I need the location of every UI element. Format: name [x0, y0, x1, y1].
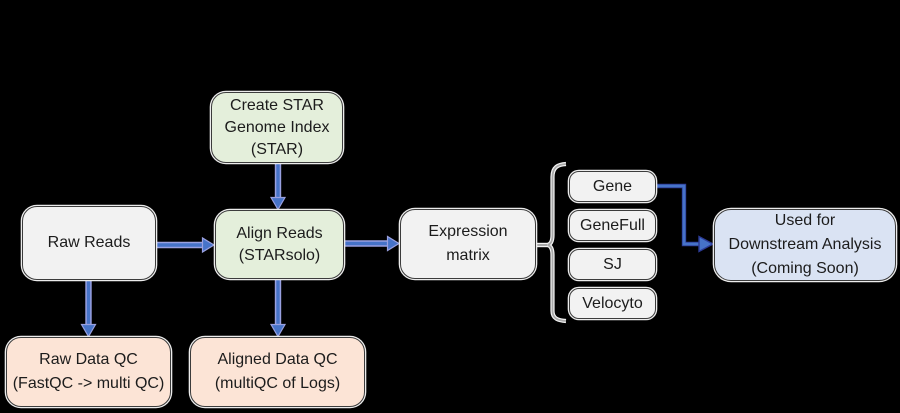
arrow-rawreads-to-align: [156, 236, 216, 254]
arrow-rawreads-to-rawqc: [80, 280, 97, 338]
node-raw-reads: Raw Reads: [22, 206, 156, 280]
node-output-gene: Gene: [569, 171, 656, 202]
node-output-sj: SJ: [569, 249, 656, 280]
node-create-star-genome-index: Create STAR Genome Index (STAR): [211, 92, 343, 163]
node-expression-matrix-line2: matrix: [446, 247, 490, 264]
node-align-reads-line1: Align Reads: [236, 224, 323, 242]
node-downstream-line1: Used for: [774, 212, 836, 229]
node-create-star-line2: Genome Index: [224, 118, 330, 136]
node-raw-qc-line1: Raw Data QC: [39, 351, 138, 368]
output-brace: [546, 161, 567, 324]
node-align-reads: Align Reads (STARsolo): [215, 210, 344, 279]
node-downstream-line3: (Coming Soon): [751, 260, 859, 277]
node-raw-qc-line2: (FastQC -> multi QC): [12, 375, 165, 392]
node-output-gene-label: Gene: [592, 177, 633, 195]
arrow-align-to-alignedqc: [269, 279, 287, 338]
node-align-reads-line2: (STARsolo): [238, 246, 321, 264]
node-aligned-qc-line1: Aligned Data QC: [217, 351, 338, 368]
arrow-align-to-expression: [344, 235, 401, 252]
node-raw-reads-label: Raw Reads: [47, 234, 131, 251]
node-create-star-line3: (STAR): [250, 140, 304, 158]
node-output-genefull: GeneFull: [569, 210, 656, 241]
node-raw-data-qc: Raw Data QC (FastQC -> multi QC): [6, 337, 171, 407]
node-expression-matrix-line1: Expression: [428, 223, 508, 240]
node-output-sj-label: SJ: [603, 255, 622, 273]
arrow-gene-to-downstream: [655, 183, 715, 253]
node-output-velocyto: Velocyto: [569, 288, 656, 319]
node-output-velocyto-label: Velocyto: [582, 294, 643, 312]
node-used-for-downstream-analysis: Used for Downstream Analysis (Coming Soo…: [714, 209, 896, 281]
node-output-genefull-label: GeneFull: [580, 216, 645, 234]
node-expression-matrix: Expression matrix: [400, 209, 536, 279]
arrow-create-to-align: [269, 162, 287, 211]
node-aligned-data-qc: Aligned Data QC (multiQC of Logs): [190, 337, 365, 407]
node-create-star-line1: Create STAR: [230, 96, 324, 114]
node-aligned-qc-line2: (multiQC of Logs): [214, 375, 341, 392]
node-downstream-line2: Downstream Analysis: [728, 236, 882, 253]
